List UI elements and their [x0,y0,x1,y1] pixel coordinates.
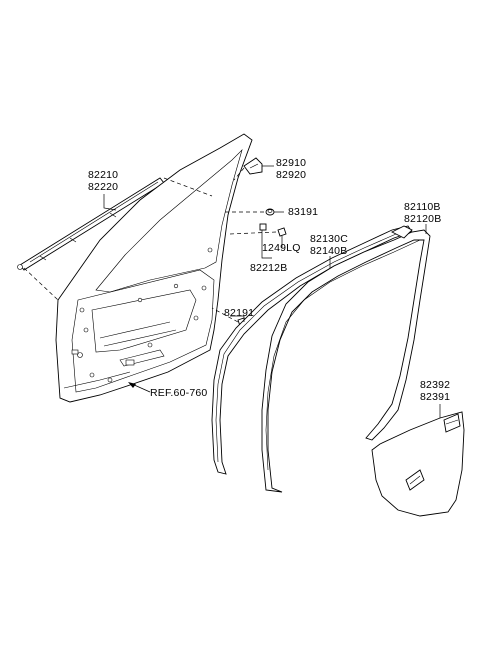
leader-82191 [230,315,245,322]
belt-molding-strip [17,177,165,271]
label-82191: 82191 [224,307,254,319]
label-82391: 82391 [420,391,450,403]
label-82392: 82392 [420,379,450,391]
label-82140b: 82140B [310,245,347,257]
label-82210: 82210 [88,169,118,181]
leader-ref [131,383,151,393]
label-82212b: 82212B [250,262,287,274]
leader-82212b [261,230,272,259]
opening-seal-part [261,225,431,493]
label-82120b: 82120B [404,213,441,225]
label-1249lq: 1249LQ [262,242,301,254]
ref-arrowhead [128,382,136,388]
label-82110b: 82110B [404,201,441,213]
leader-82210 [103,194,117,211]
front-door-panel [55,133,253,403]
leader-bracket [233,167,245,181]
door-seal-part [211,225,413,475]
label-82920: 82920 [276,169,306,181]
label-82130c: 82130C [310,233,348,245]
label-82220: 82220 [88,181,118,193]
bolt-part [277,227,287,237]
plug-part [265,208,275,216]
leader-bolt [229,231,277,235]
label-83191: 83191 [288,206,318,218]
leader-retainer-lower [211,307,239,323]
label-82910: 82910 [276,157,306,169]
label-ref: REF.60-760 [150,387,207,399]
retainer-part [259,223,267,231]
leader-belt-molding-2 [23,267,59,301]
waterproof-film-part [371,411,465,517]
leader-belt-molding [163,177,213,197]
bracket-part [243,157,263,175]
